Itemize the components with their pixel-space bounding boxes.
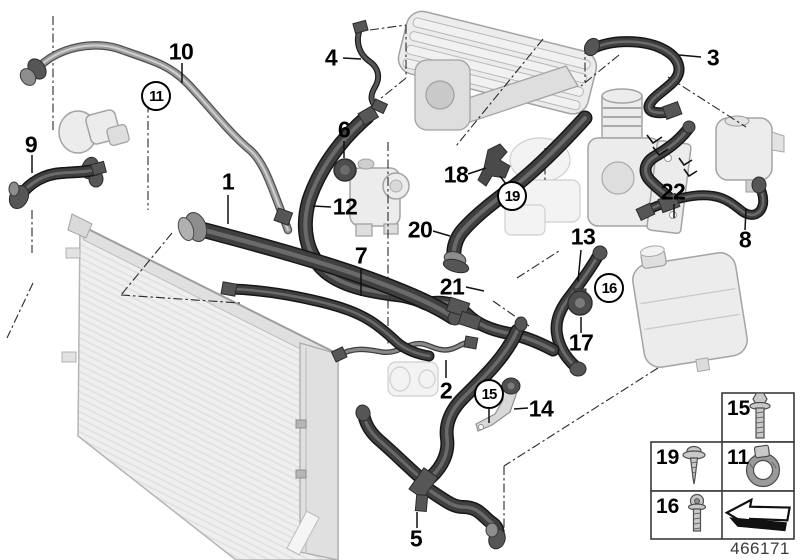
callout-18[interactable]: 18 [443, 161, 469, 188]
callout-10[interactable]: 10 [168, 38, 194, 65]
hose-4 [358, 29, 379, 108]
hose-5 [364, 331, 517, 539]
callout-14[interactable]: 14 [528, 395, 554, 422]
sheet-metal-screw-icon [682, 445, 706, 485]
callout-21[interactable]: 21 [439, 273, 465, 300]
callout-15[interactable]: 15 [474, 379, 504, 409]
callout-5[interactable]: 5 [409, 525, 423, 552]
hose-fittings [8, 19, 767, 550]
intake-manifold [397, 10, 598, 131]
callout-19[interactable]: 19 [497, 181, 527, 211]
legend-item-15[interactable]: 15 [727, 397, 751, 420]
hose-clamp-icon [745, 444, 781, 488]
auxiliary-pump [387, 361, 439, 397]
callout-6[interactable]: 6 [337, 116, 351, 143]
expansion-tank-upper [715, 115, 785, 193]
bracket-14 [475, 377, 521, 432]
expansion-tank [632, 245, 748, 373]
callout-1[interactable]: 1 [221, 168, 235, 195]
callout-13[interactable]: 13 [570, 223, 596, 250]
flange-bolt-icon [749, 392, 771, 439]
radiator [61, 213, 339, 560]
callout-12[interactable]: 12 [332, 193, 358, 220]
leader-lines [31, 54, 747, 528]
legend-table [650, 392, 795, 540]
legend-item-11[interactable]: 11 [727, 446, 750, 469]
callout-16[interactable]: 16 [594, 273, 624, 303]
callout-3[interactable]: 3 [706, 44, 720, 71]
legend-item-19[interactable]: 19 [656, 446, 680, 469]
diagram-number: 466171 [730, 539, 790, 558]
callout-4[interactable]: 4 [324, 44, 338, 71]
insert-direction-chevrons [646, 134, 698, 178]
callout-8[interactable]: 8 [738, 226, 752, 253]
legend-item-16[interactable]: 16 [656, 495, 680, 518]
callout-20[interactable]: 20 [407, 216, 433, 243]
torx-screw-icon [687, 493, 707, 532]
hose-9 [20, 169, 97, 196]
callout-9[interactable]: 9 [24, 131, 38, 158]
thermostat-housing [349, 158, 410, 237]
clamp-17 [567, 288, 593, 316]
direction-arrow-icon [724, 497, 791, 532]
bracket-18 [477, 143, 511, 187]
electric-coolant-pump [58, 109, 130, 188]
callout-7[interactable]: 7 [354, 242, 368, 269]
callout-11[interactable]: 11 [141, 81, 171, 111]
callout-17[interactable]: 17 [568, 329, 594, 356]
callout-22[interactable]: 22 [660, 178, 686, 205]
grommet-6 [333, 158, 357, 182]
callout-2[interactable]: 2 [439, 377, 453, 404]
